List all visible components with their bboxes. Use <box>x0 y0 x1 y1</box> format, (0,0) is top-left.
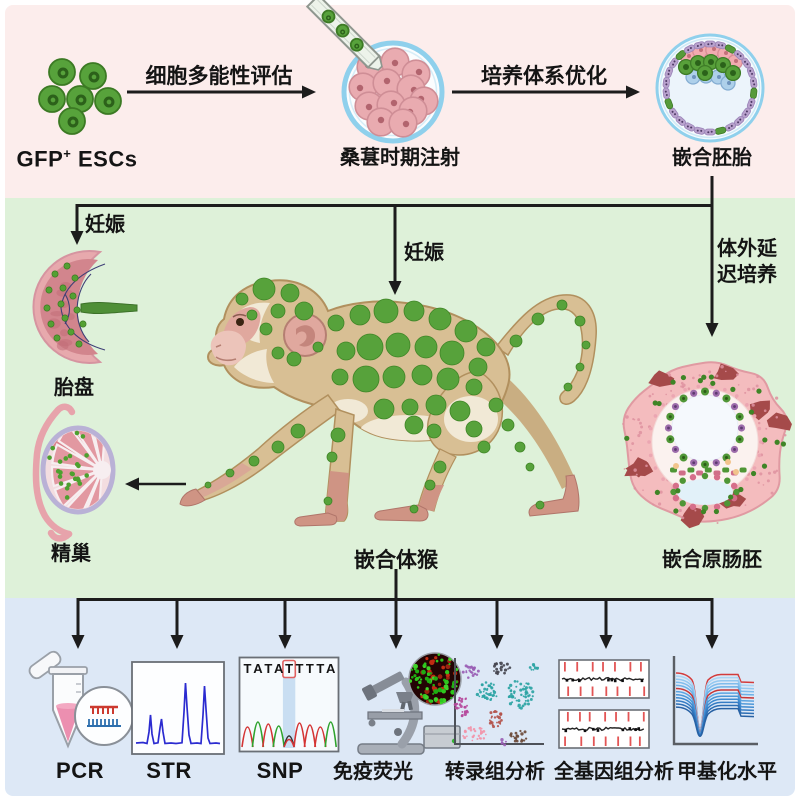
svg-text:A: A <box>253 661 263 676</box>
placenta-vessels <box>60 263 106 351</box>
pipette-gfp-cells <box>321 9 364 52</box>
extended-culture-label: 体外延迟培养 <box>717 238 777 286</box>
svg-text:T: T <box>285 661 293 676</box>
microscope-base <box>357 743 425 755</box>
step2-label: 培养体系优化 <box>481 65 607 88</box>
svg-text:A: A <box>326 661 336 676</box>
pregnancy-left-label: 妊娠 <box>85 214 125 236</box>
snp-highlight-band <box>282 677 296 748</box>
chimeric-gastrula-illustration <box>622 361 792 529</box>
placenta-label: 胎盘 <box>54 377 94 399</box>
eyepiece <box>362 684 377 701</box>
genome-signal <box>561 662 646 746</box>
epididymis <box>32 403 76 542</box>
controller-box <box>423 725 461 749</box>
monkey-label: 嵌合体猴 <box>354 549 438 572</box>
gastrula-layers <box>622 361 792 529</box>
monkey-eye <box>236 318 244 326</box>
testis-illustration <box>32 403 116 542</box>
embryo-label: 嵌合胚胎 <box>672 147 752 169</box>
svg-text:T: T <box>296 661 304 676</box>
methylation-curves <box>675 672 755 738</box>
pregnancy-center-label: 妊娠 <box>404 242 444 264</box>
tsne-clusters <box>453 661 539 747</box>
stage <box>367 711 423 720</box>
umbilical-stalk <box>80 301 138 315</box>
tsne-scatter-plot <box>453 658 544 747</box>
chimeric-monkey-illustration <box>179 277 597 527</box>
testis-gfp-dots <box>47 430 90 500</box>
step1-label: 细胞多能性评估 <box>145 65 293 88</box>
str-label: STR <box>146 758 192 783</box>
injection-pipette-icon <box>305 0 383 71</box>
gfp-spots <box>204 277 591 514</box>
pcr-tube-illustration <box>28 650 134 749</box>
gfp-escs-illustration <box>38 58 122 135</box>
gfp-cell-cluster <box>38 58 122 135</box>
methylation-axes <box>672 656 758 746</box>
tsne-axes <box>454 658 544 745</box>
testis-label: 精巢 <box>51 543 91 565</box>
gastrula-label: 嵌合原肠胚 <box>662 549 762 571</box>
monkey-far-leg <box>490 374 576 489</box>
methylation-plot <box>672 656 758 746</box>
svg-text:T: T <box>316 661 324 676</box>
genome-tracks <box>558 659 650 749</box>
trophectoderm-ring <box>662 40 758 136</box>
svg-text:A: A <box>274 661 284 676</box>
placenta-gfp-dots <box>43 262 87 348</box>
svg-text:T: T <box>264 661 272 676</box>
gfp-escs-label: GFP+ ESCs <box>16 146 138 172</box>
str-electropherogram <box>131 661 225 755</box>
morula-label: 桑葚时期注射 <box>340 147 460 169</box>
methylation-label: 甲基化水平 <box>677 761 777 783</box>
objective-turret <box>396 692 414 703</box>
chimeric-embryo-illustration <box>655 33 765 143</box>
morula-injection-illustration <box>305 0 445 144</box>
transcriptome-label: 转录组分析 <box>445 761 545 783</box>
genome-analysis-label: 全基因组分析 <box>554 761 674 783</box>
svg-text:T: T <box>306 661 314 676</box>
str-trace <box>135 682 221 745</box>
svg-text:T: T <box>244 661 252 676</box>
snp-label: SNP <box>256 758 304 783</box>
immunofluorescence-label: 免疫荧光 <box>333 761 413 783</box>
pcr-label: PCR <box>56 758 104 783</box>
fluorescence-microscope-illustration <box>357 652 462 755</box>
morula-cells <box>348 47 439 138</box>
magnifier-circle <box>74 686 134 746</box>
snp-peaks <box>241 721 337 748</box>
placenta-illustration <box>32 250 138 364</box>
dna-primers-icon <box>87 705 121 727</box>
